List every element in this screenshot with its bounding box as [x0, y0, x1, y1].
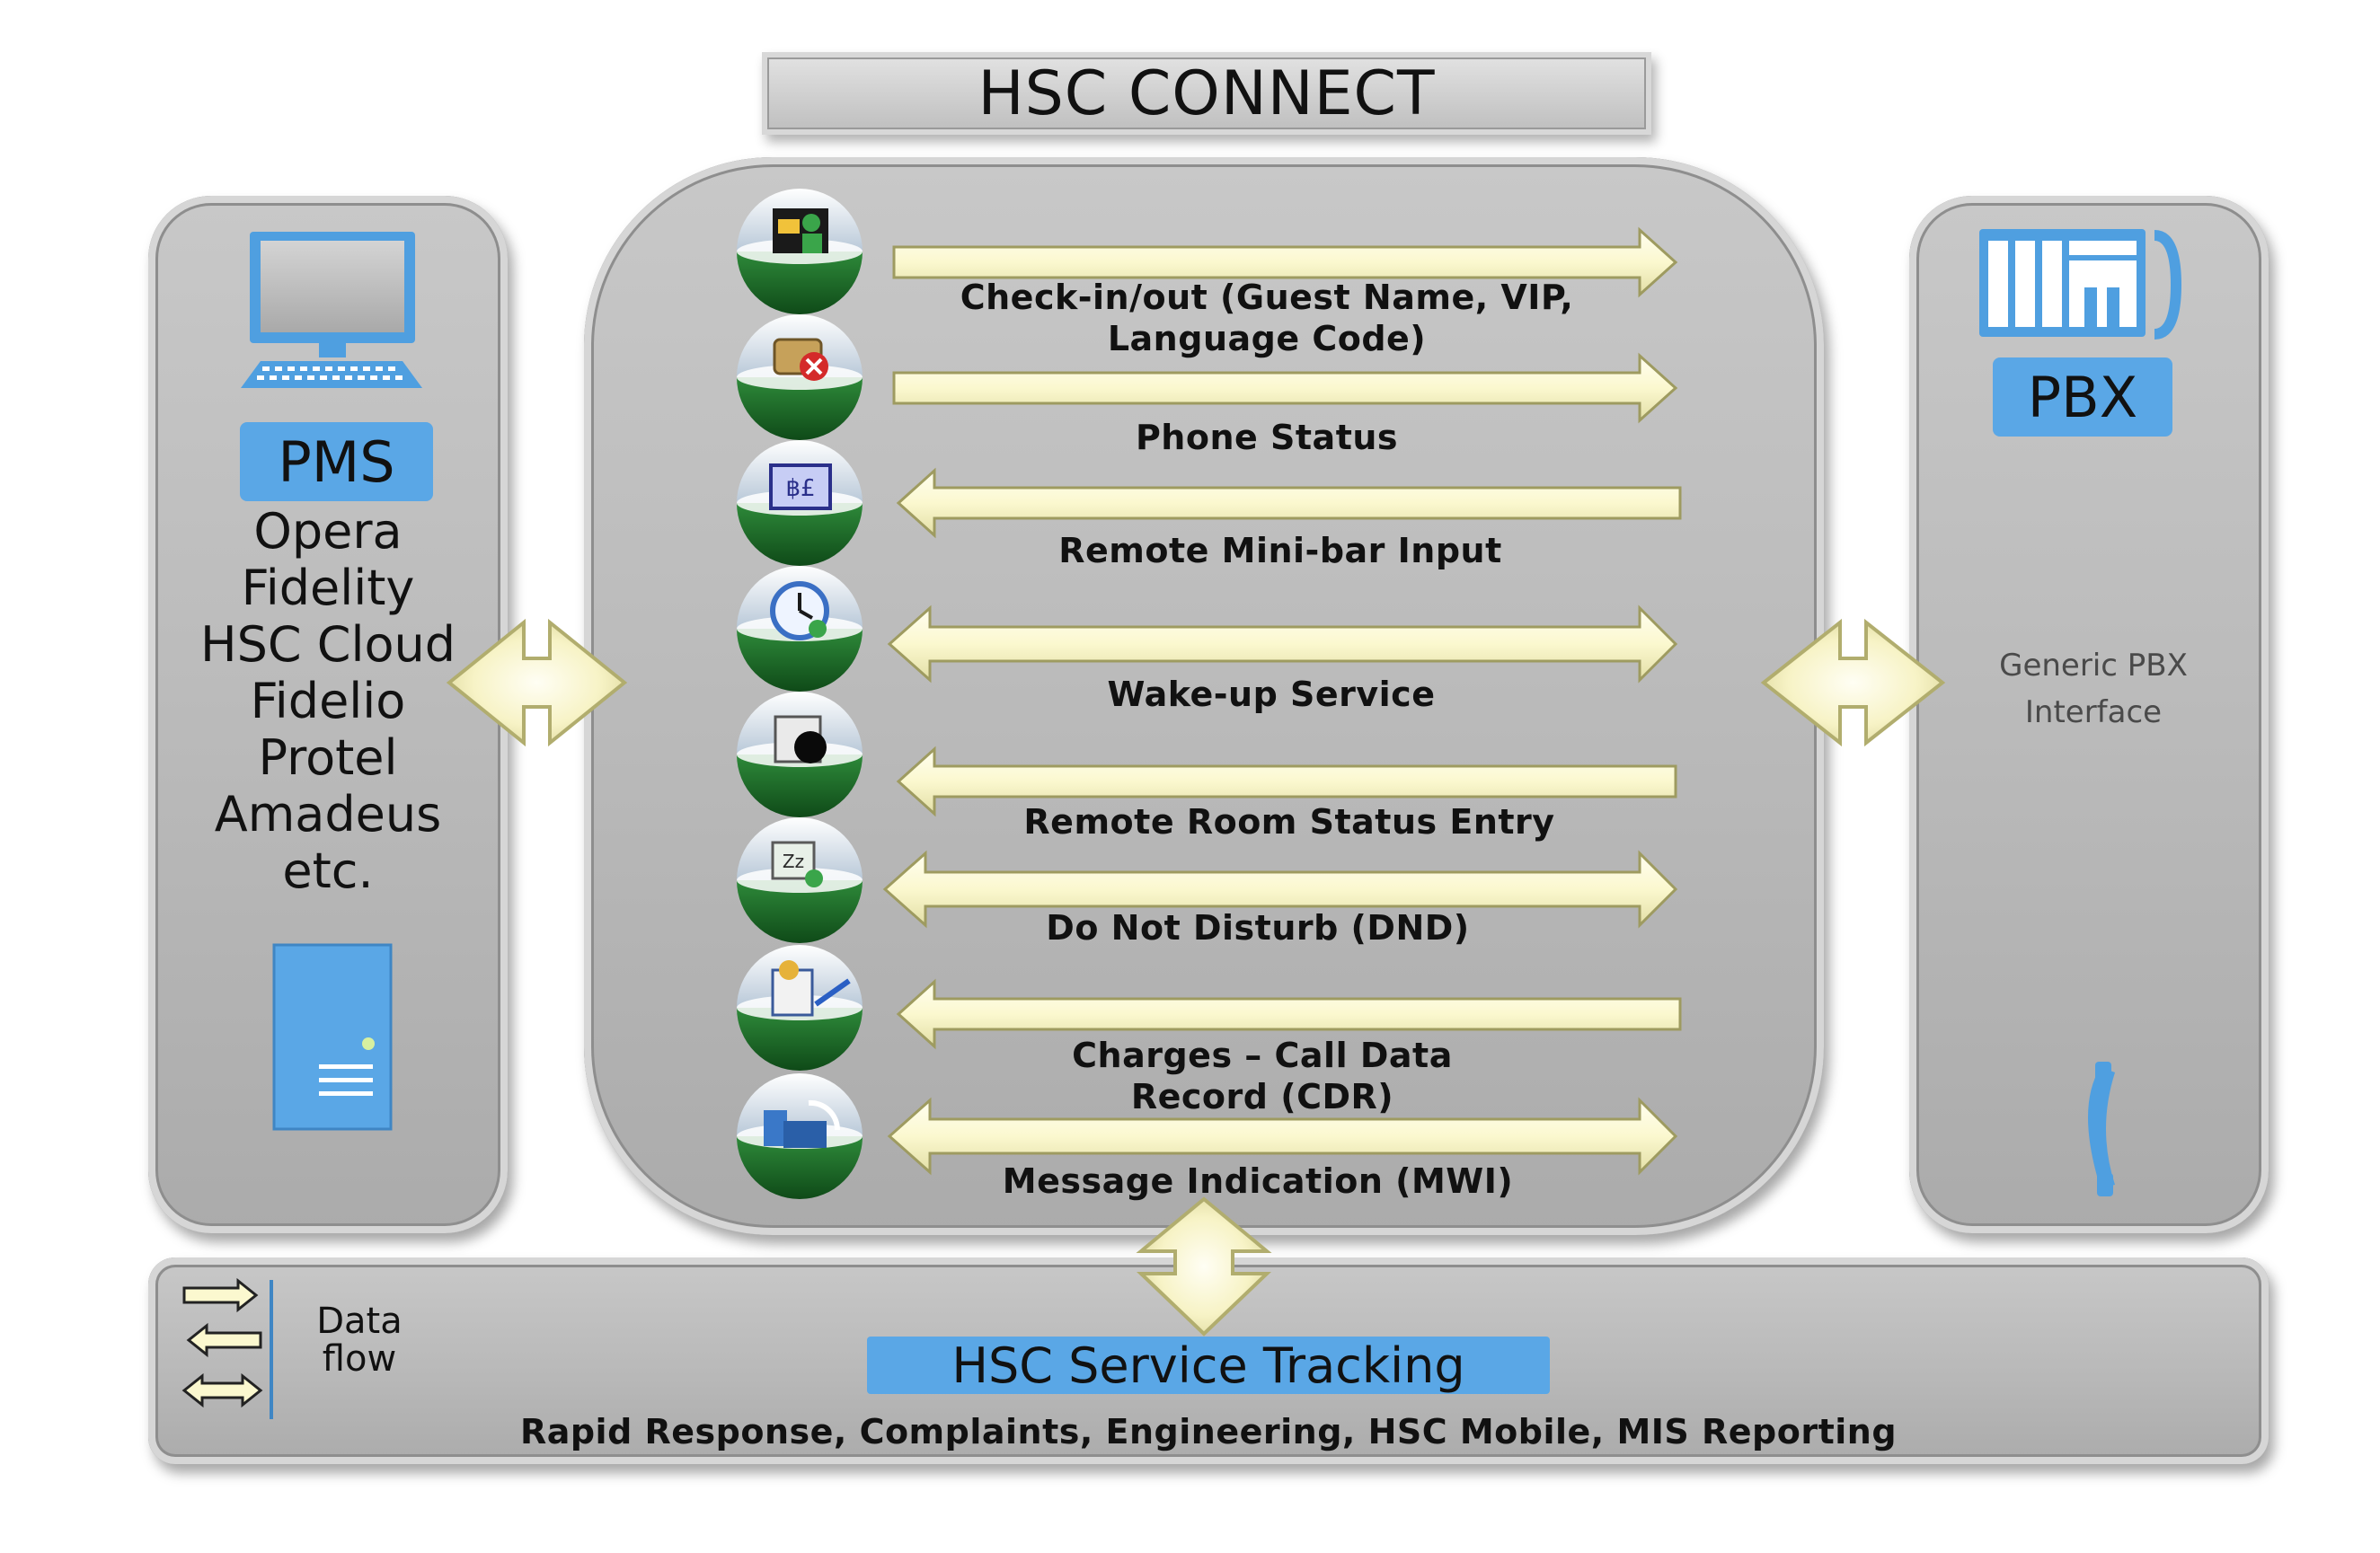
- phone-status-icon: [737, 314, 863, 440]
- pbx-subtitle-line: Interface: [2024, 694, 2163, 730]
- pms-system-item: Protel: [258, 729, 398, 786]
- legend-right-arrow-icon: [182, 1277, 259, 1313]
- pms-system-item: HSC Cloud: [199, 616, 456, 673]
- flow-label-room-status: Remote Room Status Entry: [885, 801, 1694, 843]
- phone-handset-icon: [2088, 1062, 2115, 1196]
- legend-line: Data: [316, 1301, 403, 1342]
- dnd-icon: Zz: [737, 817, 863, 943]
- pbx-switch-icon: [1979, 229, 2182, 340]
- flow-arrow-minibar: [896, 467, 1682, 539]
- flow-label-dnd: Do Not Disturb (DND): [854, 907, 1662, 949]
- legend-line: flow: [322, 1338, 397, 1380]
- pms-systems-list: Opera Fidelity HSC Cloud Fidelio Protel …: [184, 503, 472, 899]
- flow-label-checkin: Check-in/out (Guest Name, VIP, Language …: [863, 277, 1671, 359]
- flow-label-line: Do Not Disturb (DND): [1046, 908, 1470, 948]
- flow-arrow-phone-status: [892, 352, 1678, 424]
- flow-arrow-dnd: [882, 850, 1678, 929]
- flow-label-minibar: Remote Mini-bar Input: [876, 530, 1685, 571]
- room-status-icon: [737, 692, 863, 817]
- flow-label-charges: Charges – Call Data Record (CDR): [858, 1035, 1667, 1117]
- pbx-label: PBX: [1993, 357, 2172, 437]
- tracking-exchange-arrow: [1136, 1196, 1272, 1337]
- flow-label-line: Record (CDR): [1130, 1077, 1394, 1116]
- pms-system-item: Fidelio: [250, 673, 406, 729]
- guest-checkin-icon: [737, 189, 863, 314]
- legend-text: Data flow: [296, 1302, 422, 1378]
- server-icon: [272, 943, 393, 1131]
- svg-text:Zz: Zz: [783, 851, 804, 872]
- charges-icon: [737, 945, 863, 1071]
- flow-arrow-checkin: [892, 226, 1678, 298]
- flow-label-line: Remote Mini-bar Input: [1058, 531, 1502, 570]
- pbx-exchange-arrow: [1760, 618, 1946, 747]
- pbx-subtitle-line: Generic PBX: [1999, 648, 2188, 684]
- flow-label-phone-status: Phone Status: [863, 417, 1671, 458]
- pms-exchange-arrow: [446, 618, 628, 747]
- flow-label-line: Wake-up Service: [1107, 675, 1436, 714]
- service-tracking-label: HSC Service Tracking: [867, 1337, 1550, 1394]
- flow-arrow-charges: [896, 978, 1682, 1050]
- flow-arrow-mwi: [887, 1097, 1678, 1176]
- pms-system-item: Amadeus: [214, 786, 442, 843]
- flow-label-line: Charges – Call Data: [1072, 1036, 1453, 1075]
- clock-icon: [737, 566, 863, 692]
- pbx-subtitle: Generic PBX Interface: [1968, 642, 2219, 736]
- flow-arrow-room-status: [896, 746, 1677, 817]
- pms-label: PMS: [240, 422, 433, 501]
- svg-text:฿£: ฿£: [785, 475, 815, 502]
- pms-system-item: etc.: [282, 843, 374, 899]
- flow-label-line: Message Indication (MWI): [1002, 1161, 1514, 1201]
- service-tracking-subtitle: Rapid Response, Complaints, Engineering,…: [519, 1412, 1898, 1452]
- pms-system-item: Opera: [253, 503, 403, 560]
- pms-system-item: Fidelity: [241, 560, 415, 616]
- flow-label-mwi: Message Indication (MWI): [854, 1160, 1662, 1202]
- flow-label-line: Phone Status: [1135, 418, 1399, 457]
- flow-label-line: Check-in/out (Guest Name, VIP,: [960, 278, 1574, 317]
- legend-left-arrow-icon: [186, 1322, 262, 1358]
- computer-icon: [241, 232, 422, 388]
- legend-double-arrow-icon: [181, 1372, 263, 1408]
- message-indicator-icon: [737, 1073, 863, 1199]
- flow-label-wakeup: Wake-up Service: [867, 674, 1676, 715]
- minibar-icon: ฿£: [737, 440, 863, 566]
- page-title: HSC CONNECT: [762, 52, 1651, 135]
- flow-label-line: Remote Room Status Entry: [1023, 802, 1555, 842]
- flow-label-line: Language Code): [1107, 319, 1427, 358]
- flow-arrow-wakeup: [887, 604, 1678, 684]
